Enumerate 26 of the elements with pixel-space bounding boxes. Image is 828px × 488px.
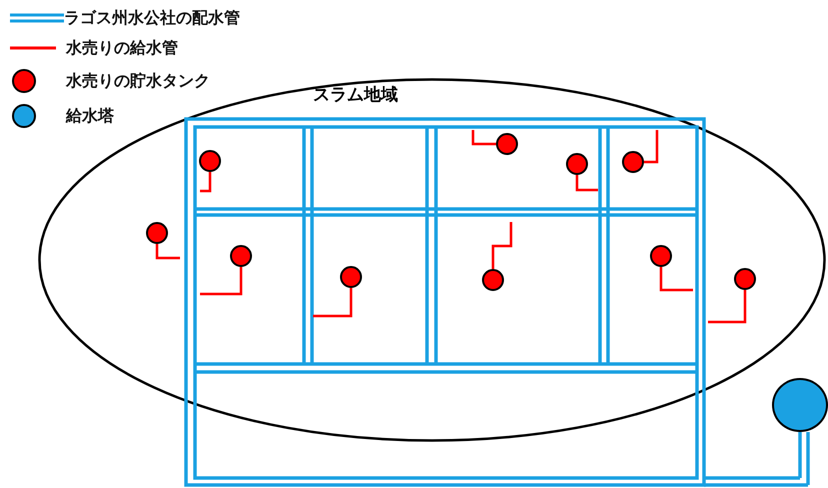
area-label: スラム地域 xyxy=(313,84,398,106)
supply-line xyxy=(644,130,658,164)
supply-line xyxy=(576,175,598,192)
supply-line xyxy=(200,172,212,192)
tank-circle xyxy=(496,133,518,155)
tank-circle xyxy=(146,222,168,244)
tank-circle xyxy=(482,269,504,291)
supply-line xyxy=(313,288,352,318)
supply-line xyxy=(200,267,242,296)
water-tower-circle xyxy=(772,378,828,432)
tank-circle xyxy=(650,245,672,267)
tank-circle xyxy=(566,153,588,175)
legend-text: 水売りの貯水タンク xyxy=(66,71,210,91)
legend-text: ラゴス州水公社の配水管 xyxy=(64,8,240,28)
tank-circle xyxy=(622,151,644,173)
supply-line xyxy=(660,267,693,292)
supply-line xyxy=(708,290,746,324)
supply-line xyxy=(156,244,180,260)
supply-line xyxy=(472,130,496,146)
tank-circle xyxy=(230,245,252,267)
legend-text: 水売りの給水管 xyxy=(66,38,178,58)
tank-circle xyxy=(734,268,756,290)
supply-line xyxy=(492,222,512,269)
tank-circle xyxy=(199,150,221,172)
legend-text: 給水塔 xyxy=(66,106,114,126)
tank-circle xyxy=(340,266,362,288)
